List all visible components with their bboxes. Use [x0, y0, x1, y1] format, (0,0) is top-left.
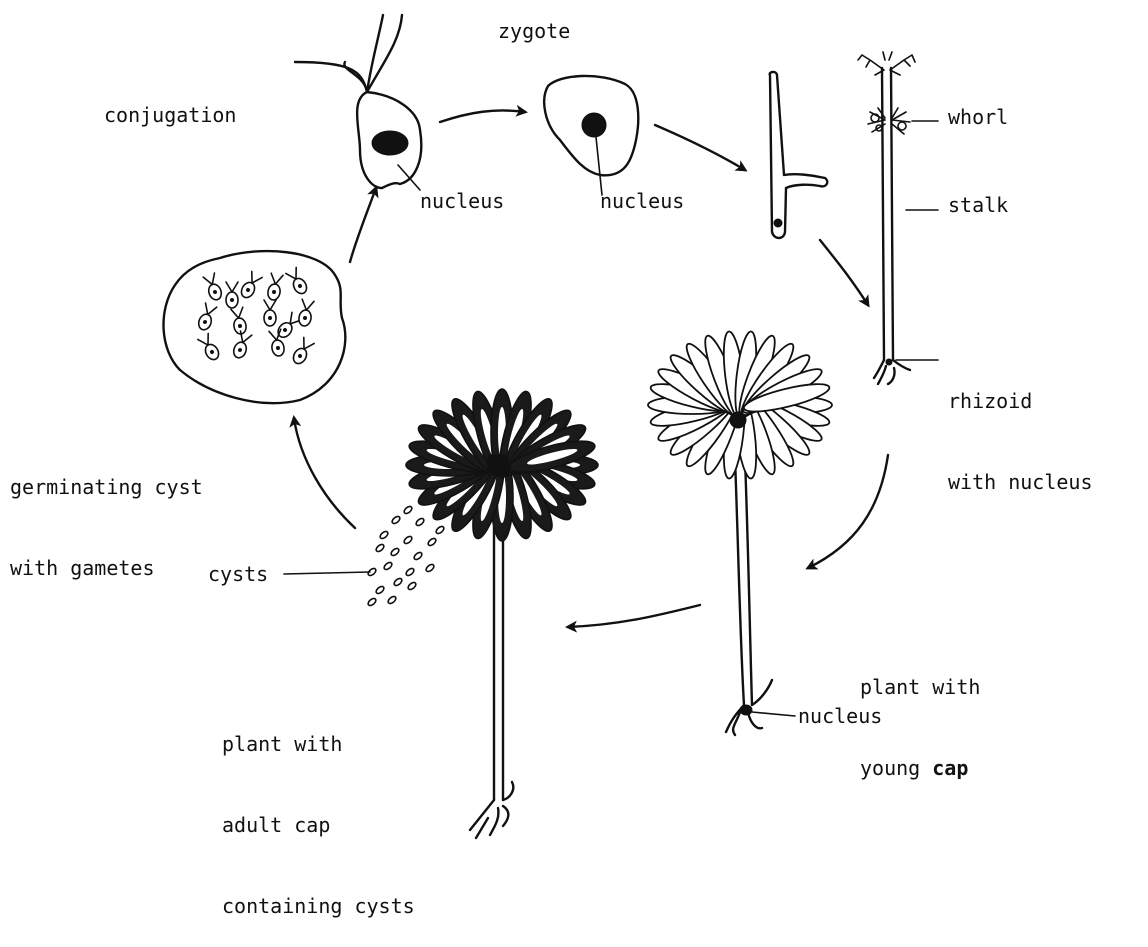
cyst — [403, 505, 413, 515]
label-rhizoid-line2: with nucleus — [948, 469, 1093, 496]
label-zygote: zygote — [498, 18, 570, 45]
young-cap — [648, 330, 832, 479]
label-germinating-line1: germinating cyst — [10, 474, 203, 501]
arrow-to-germinating-cyst — [294, 418, 355, 528]
cyst — [367, 597, 377, 607]
cyst — [405, 567, 415, 577]
label-conjugation: conjugation — [104, 102, 236, 129]
cysts-pointer — [284, 572, 370, 574]
young-cap-plant — [648, 330, 832, 735]
label-adult-cap: plant with adult cap containing cysts — [222, 677, 415, 947]
gamete — [291, 337, 314, 366]
label-young-cap-line1: plant with — [860, 674, 980, 701]
label-germinating-cyst: germinating cyst with gametes — [10, 420, 203, 609]
label-whorl: whorl — [948, 104, 1008, 131]
cyst — [415, 517, 425, 527]
cyst — [393, 577, 403, 587]
life-cycle-diagram: zygote conjugation nucleus nucleus whorl… — [0, 0, 1148, 842]
cyst — [413, 551, 423, 561]
cyst — [383, 561, 393, 571]
stalk-plant — [858, 52, 915, 384]
label-stalk: stalk — [948, 192, 1008, 219]
gamete-cell — [295, 15, 421, 190]
label-germinating-line2: with gametes — [10, 555, 203, 582]
label-cysts: cysts — [208, 561, 268, 588]
arrow-to-germling — [655, 125, 745, 170]
cyst — [425, 563, 435, 573]
gamete-nucleus — [372, 131, 408, 155]
label-adult-cap-line3: containing cysts — [222, 893, 415, 920]
germinating-cyst — [164, 251, 346, 403]
cyst — [375, 585, 385, 595]
arrow-to-stalk-plant — [820, 240, 868, 305]
gamete — [226, 282, 238, 308]
zygote-nucleus — [582, 113, 606, 137]
arrow-to-zygote — [440, 110, 525, 122]
gamete — [298, 299, 314, 327]
gamete — [231, 307, 247, 335]
gamete — [267, 273, 283, 301]
label-gamete-nucleus: nucleus — [420, 188, 504, 215]
cyst — [391, 515, 401, 525]
gamete — [239, 271, 262, 300]
cyst — [403, 535, 413, 545]
label-rhizoid-line1: rhizoid — [948, 388, 1093, 415]
gamete — [198, 333, 221, 362]
gamete — [264, 300, 276, 326]
arrow-to-young-cap — [808, 455, 888, 568]
label-adult-cap-line2: adult cap — [222, 812, 415, 839]
whorl-structure — [868, 108, 910, 134]
cyst — [379, 530, 389, 540]
cyst — [407, 581, 417, 591]
arrow-to-conjugation — [350, 188, 376, 262]
cyst — [387, 595, 397, 605]
cyst — [390, 547, 400, 557]
gamete — [197, 303, 217, 332]
label-rhizoid: rhizoid with nucleus — [948, 334, 1093, 523]
zygote-cell — [544, 76, 638, 195]
label-young-cap-line2: young cap — [860, 755, 980, 782]
cyst — [435, 525, 445, 535]
cyst — [427, 537, 437, 547]
gamete — [203, 273, 223, 302]
germling — [770, 72, 828, 238]
label-zygote-nucleus: nucleus — [600, 188, 684, 215]
cyst — [375, 543, 385, 553]
gametes-inside-cyst — [197, 267, 315, 366]
label-young-plant-nucleus: nucleus — [798, 703, 882, 730]
gamete — [275, 312, 301, 340]
gamete — [286, 267, 309, 296]
cysts-cloud — [367, 505, 445, 607]
label-young-cap-bold: cap — [932, 756, 968, 780]
label-adult-cap-line1: plant with — [222, 731, 415, 758]
label-young-cap-word: young — [860, 756, 932, 780]
adult-cap-plant — [406, 389, 598, 838]
gamete — [232, 331, 252, 360]
arrow-to-adult-cap — [568, 605, 700, 627]
